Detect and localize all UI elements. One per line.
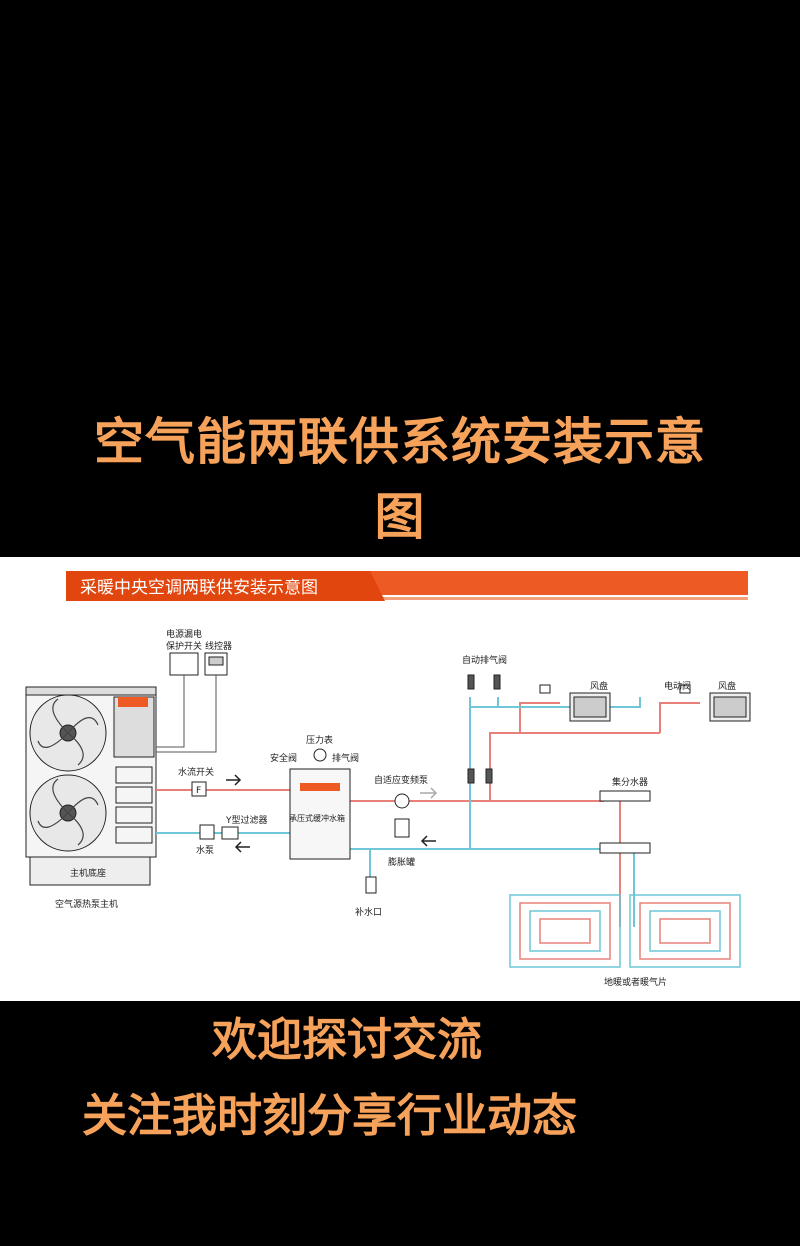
pressure-gauge-label: 压力表 xyxy=(306,734,333,746)
power-switch-box: 电源漏电 保护开关 线控器 xyxy=(156,628,232,753)
fan-coil-units xyxy=(539,684,751,722)
line-controller-label: 线控器 xyxy=(205,640,232,652)
flow-switch-label: 水流开关 xyxy=(178,766,214,778)
electric-valve-label: 电动阀 xyxy=(664,680,691,692)
caption-line-2: 关注我时刻分享行业动态 xyxy=(82,1089,578,1142)
svg-text:F: F xyxy=(196,786,201,796)
hot-pipes xyxy=(156,702,700,927)
water-pump-label: 水泵 xyxy=(196,844,214,856)
fan-blades-top xyxy=(37,698,99,766)
expansion-tank-label: 膨胀罐 xyxy=(388,856,415,868)
headline-line-1: 空气能两联供系统安装示意 xyxy=(94,413,706,471)
diagram-banner: 采暖中央空调两联供安装示意图 xyxy=(66,571,748,601)
base-label: 主机底座 xyxy=(70,867,106,879)
banner-title: 采暖中央空调两联供安装示意图 xyxy=(80,578,318,598)
fan-coil-2-label: 风盘 xyxy=(718,680,736,692)
floor-heating-loops xyxy=(509,894,741,968)
protect-switch-label: 保护开关 xyxy=(166,640,202,652)
installation-diagram: 采暖中央空调两联供安装示意图 主机底座 空气源热泵主机 电源漏电 保护开关 线控… xyxy=(0,557,800,1001)
diagram-labels: 自动排气阀 风盘 电动阀 风盘 压力表 安全阀 排气阀 水流开关 自适应变频泵 … xyxy=(178,654,736,988)
auto-vent-valve-label: 自动排气阀 xyxy=(462,654,507,666)
manifold-label: 集分水器 xyxy=(612,776,648,788)
makeup-water-label: 补水口 xyxy=(355,906,382,918)
vent-valve-label: 排气阀 xyxy=(332,752,359,764)
fan-blades-bottom xyxy=(37,778,99,846)
buffer-tank: 承压式缓冲水箱 xyxy=(289,768,351,860)
adaptive-pump-label: 自适应变频泵 xyxy=(374,774,428,786)
heat-pump-host-label: 空气源热泵主机 xyxy=(55,898,118,910)
fan-coil-1-label: 风盘 xyxy=(590,680,608,692)
buffer-tank-label: 承压式缓冲水箱 xyxy=(289,813,345,823)
pipe-fittings: F xyxy=(191,674,651,894)
heat-pump-unit: 主机底座 空气源热泵主机 xyxy=(25,686,157,910)
flow-arrows xyxy=(226,774,438,853)
cold-pipes xyxy=(156,697,641,927)
y-filter-label: Y型过滤器 xyxy=(225,814,268,826)
caption-line-1: 欢迎探讨交流 xyxy=(212,1013,483,1066)
safety-valve-label: 安全阀 xyxy=(270,752,297,764)
headline-line-2: 图 xyxy=(374,488,426,546)
electric-leak-label: 电源漏电 xyxy=(166,628,202,640)
floor-heating-label: 地暖或者暖气片 xyxy=(604,976,667,988)
